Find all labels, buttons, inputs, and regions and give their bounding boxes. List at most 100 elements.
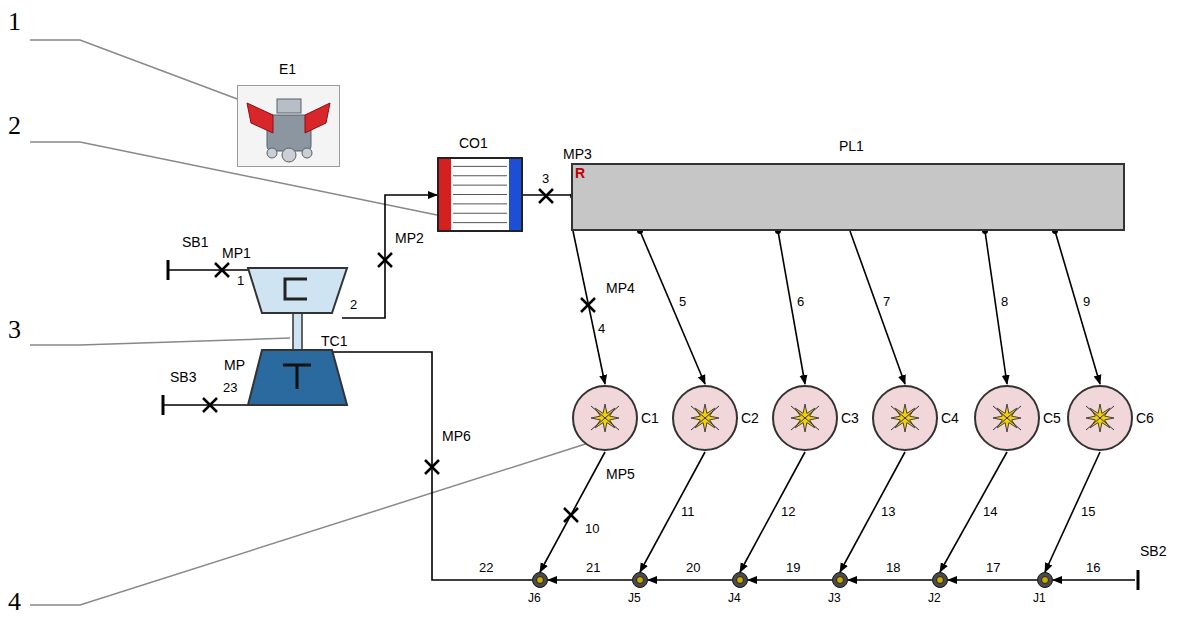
plenum-box: PL1	[571, 163, 1125, 231]
bound-shape	[1130, 570, 1142, 590]
pipe-number: 9	[1082, 295, 1091, 309]
bound-shape	[160, 260, 172, 280]
node-label: J4	[728, 590, 741, 606]
measure-point-mark	[378, 253, 392, 267]
node-label: C5	[1043, 410, 1061, 426]
plenum-shape	[571, 163, 1125, 231]
cyl-shape	[571, 384, 639, 452]
node-label: J1	[1033, 590, 1046, 606]
node-label: J6	[528, 590, 541, 606]
junc-shape	[1037, 572, 1053, 588]
turbocharger: TC1	[245, 265, 350, 407]
pipe-connector	[778, 231, 805, 384]
pipe-connector	[540, 452, 605, 572]
cyl-shape	[871, 384, 939, 452]
pipe-connector	[640, 231, 705, 384]
callout-number: 4	[8, 588, 21, 616]
junction-circle: J3	[832, 572, 848, 588]
pipe-connector	[1055, 231, 1100, 384]
cylinder-circle: C3	[771, 384, 839, 452]
pipe-connector	[848, 579, 932, 581]
node-label: C2	[741, 410, 759, 426]
pipe-connector	[948, 579, 1037, 581]
leader-line	[30, 338, 290, 345]
junc-shape	[832, 572, 848, 588]
pipe-number: 8	[1000, 295, 1009, 309]
pipe-connector	[548, 579, 632, 581]
pipe-connector	[1053, 579, 1135, 581]
cylinder-circle: C2	[671, 384, 739, 452]
pipe-number: 5	[678, 295, 687, 309]
node-label: SB1	[182, 234, 208, 250]
measure-point-label: MP6	[442, 428, 471, 444]
leader-line	[30, 142, 437, 215]
pipe-number: 4	[597, 322, 606, 336]
node-label: C6	[1136, 410, 1154, 426]
measure-point-mark	[215, 263, 229, 277]
node-label: J3	[828, 590, 841, 606]
pipe-number: 20	[685, 561, 701, 575]
node-label: C4	[941, 410, 959, 426]
reference-mark: R	[575, 165, 585, 181]
node-label: SB2	[1140, 543, 1166, 559]
node-label: C1	[641, 410, 659, 426]
cylinder-circle: C6	[1066, 384, 1134, 452]
junction-circle: J1	[1037, 572, 1053, 588]
pipe-number: 18	[885, 561, 901, 575]
measure-point-label: MP5	[606, 466, 635, 482]
measure-point-mark	[564, 508, 578, 522]
pipe-number: 22	[478, 561, 494, 575]
node-label: J5	[628, 590, 641, 606]
boundary-symbol: SB1	[160, 260, 172, 280]
node-label: PL1	[839, 138, 864, 154]
junc-shape	[732, 572, 748, 588]
pipe-connector	[573, 231, 605, 384]
measure-point-mark	[539, 189, 553, 203]
cyl-shape	[671, 384, 739, 452]
boundary-symbol: SB3	[155, 395, 167, 415]
node-label: C3	[841, 410, 859, 426]
pipe-connector	[748, 579, 832, 581]
node-label: E1	[279, 61, 296, 77]
node-label: SB3	[170, 369, 196, 385]
cylinder-circle: C4	[871, 384, 939, 452]
junction-circle: J6	[532, 572, 548, 588]
pipe-number: 10	[584, 522, 600, 536]
measure-point-mark	[425, 460, 439, 474]
measure-point-label: MP3	[563, 146, 592, 162]
engine-icon: E1	[237, 85, 340, 167]
measure-point-mark	[581, 298, 595, 312]
pipe-connector	[162, 404, 250, 406]
pipe-number: 16	[1085, 561, 1101, 575]
cyl-shape	[973, 384, 1041, 452]
callout-number: 2	[8, 112, 21, 140]
engine-shape	[237, 85, 340, 167]
pipe-number: 6	[796, 295, 805, 309]
pipe-connector	[740, 452, 805, 572]
pipe-number: 17	[985, 561, 1001, 575]
pipe-connector	[1045, 452, 1100, 572]
pipe-number: 7	[882, 295, 891, 309]
cooler-shape	[437, 157, 523, 232]
cyl-shape	[1066, 384, 1134, 452]
measure-point-mark	[203, 398, 217, 412]
pipe-connector	[342, 195, 437, 318]
pipe-number: 1	[236, 274, 245, 288]
pipe-number: 11	[680, 505, 696, 519]
leader-lines	[30, 40, 598, 605]
pipe-number: 14	[982, 505, 998, 519]
leader-line	[30, 40, 240, 100]
pipe-connector	[648, 579, 732, 581]
pipe-number: 3	[541, 172, 550, 186]
pipe-number: 12	[780, 505, 796, 519]
junc-shape	[932, 572, 948, 588]
node-label: TC1	[321, 333, 347, 349]
junction-circle: J2	[932, 572, 948, 588]
pipe-connector	[330, 352, 532, 580]
measure-point-label: MP4	[606, 280, 635, 296]
pipe-connector	[940, 452, 1007, 572]
cyl-shape	[771, 384, 839, 452]
pipe-connector	[850, 231, 905, 384]
cylinder-circle: C5	[973, 384, 1041, 452]
junc-shape	[632, 572, 648, 588]
